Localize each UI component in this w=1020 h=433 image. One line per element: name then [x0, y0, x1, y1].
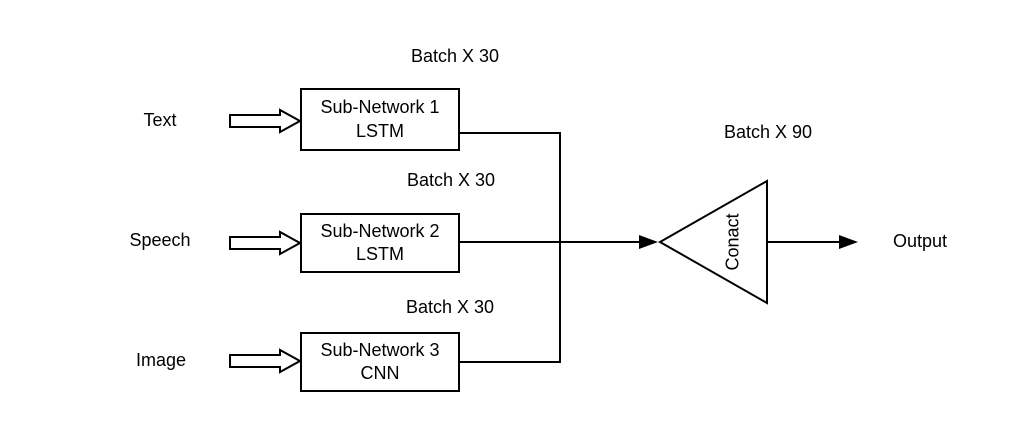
input-label-speech: Speech: [129, 230, 191, 251]
input-label-text: Text: [143, 110, 177, 131]
arrowhead-output: [839, 235, 858, 249]
concat-triangle-shape: [657, 179, 768, 305]
batch-label-subnetwork-1: Batch X 30: [410, 46, 500, 67]
batch-label-merge: Batch X 90: [723, 122, 813, 143]
batch-label-subnetwork-2: Batch X 30: [406, 170, 496, 191]
block-arrow-text-input: [229, 108, 303, 134]
node-subtitle: CNN: [360, 363, 400, 383]
output-label: Output: [892, 231, 948, 252]
batch-label-subnetwork-3: Batch X 30: [405, 297, 495, 318]
node-subtitle: LSTM: [355, 120, 404, 141]
node-title: Sub-Network 1: [320, 97, 440, 118]
connector-bus: [460, 132, 561, 363]
node-title: Sub-Network 2: [320, 220, 440, 241]
node-subnetwork-3: Sub-Network 3 CNN: [300, 332, 460, 392]
arrowhead-into-merge: [639, 235, 658, 249]
input-label-image: Image: [135, 350, 187, 371]
block-arrow-speech-input: [229, 230, 303, 256]
node-subnetwork-1: Sub-Network 1 LSTM: [300, 88, 460, 151]
node-subtitle: LSTM: [355, 244, 404, 264]
block-arrow-image-input: [229, 348, 303, 374]
concat-label: Conact: [722, 213, 743, 271]
node-subnetwork-2: Sub-Network 2 LSTM: [300, 213, 460, 273]
node-title: Sub-Network 3: [320, 339, 440, 360]
